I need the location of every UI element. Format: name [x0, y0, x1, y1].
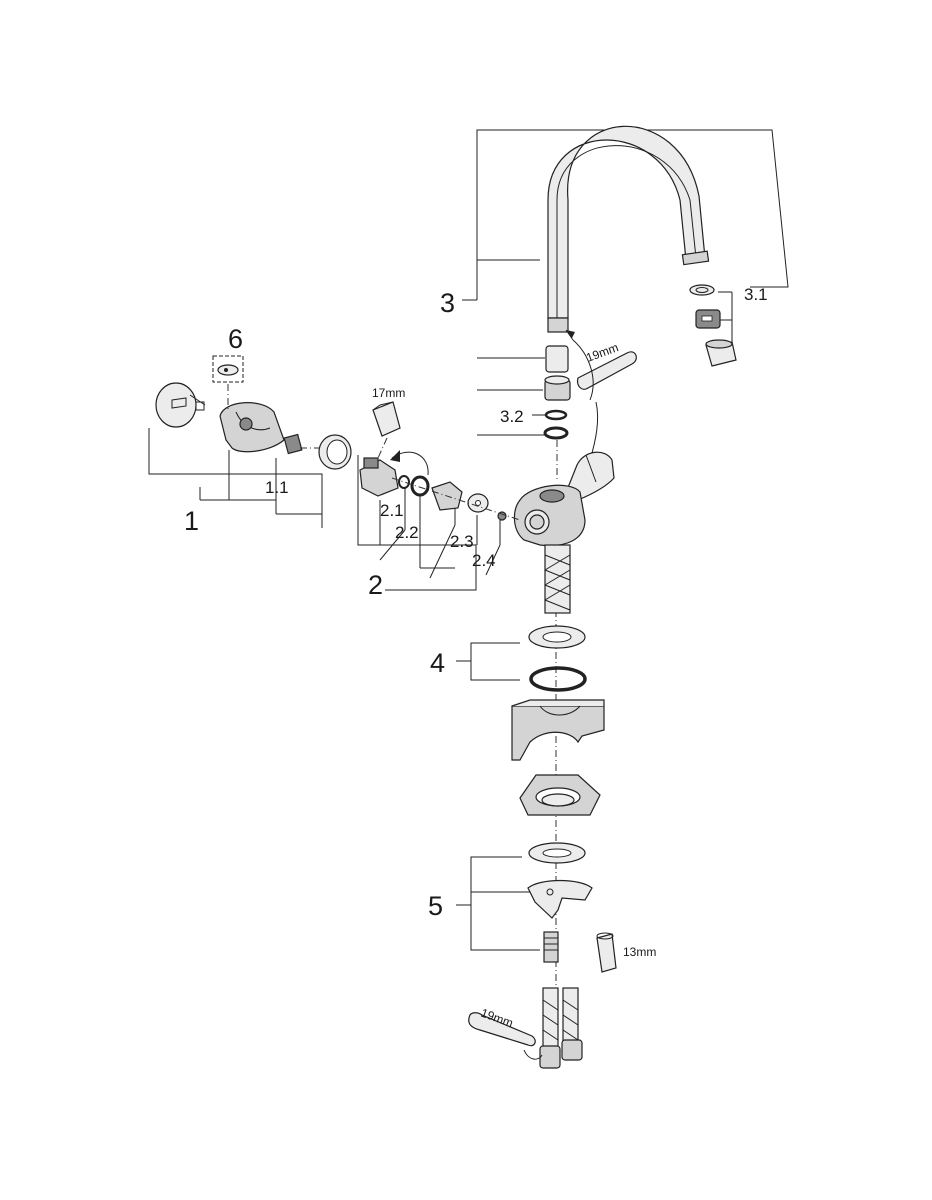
socket-17mm: [372, 401, 401, 437]
label-3-1: 3.1: [744, 285, 768, 304]
wrench-bottom: [468, 1012, 536, 1047]
threaded-stud: [543, 931, 559, 963]
label-2: 2: [368, 570, 383, 600]
nut-2-4: [497, 511, 507, 521]
label-5: 5: [428, 891, 443, 921]
spout-group: [462, 125, 789, 461]
spout-base-nut: [547, 317, 569, 333]
spout-sleeve: [545, 345, 569, 373]
oring-3-2a: [544, 409, 568, 421]
socket-13mm: [596, 933, 617, 973]
tool-label-13mm: 13mm: [623, 945, 656, 959]
lever-handle: [564, 451, 615, 501]
label-3: 3: [440, 288, 455, 318]
handle-cap: [155, 382, 197, 428]
o-ring-large: [529, 666, 587, 692]
washer-2-1: [398, 475, 410, 489]
countertop-section: [511, 699, 605, 761]
hose-nut-2: [561, 1039, 583, 1061]
aerator-washer: [689, 284, 715, 296]
label-3-2: 3.2: [500, 407, 524, 426]
wrench-top: [577, 351, 637, 390]
handle-group-1: [148, 382, 352, 528]
handle-screw: [283, 433, 303, 455]
o-ring-2-2: [410, 475, 430, 497]
label-1: 1: [184, 506, 199, 536]
supply-hoses: [468, 987, 583, 1069]
label-2-1: 2.1: [380, 501, 404, 520]
cartridge: [359, 459, 399, 497]
label-6: 6: [228, 324, 243, 354]
mixer-body: [513, 451, 615, 614]
cartridge-group-2: [357, 401, 521, 591]
spout-tube: [547, 125, 706, 319]
fixing-plate: [527, 879, 593, 919]
hose-nut-1: [539, 1045, 561, 1069]
indicator-group-6: [212, 355, 244, 410]
label-2-2: 2.2: [395, 523, 419, 542]
oring-3-2b: [543, 426, 569, 440]
tool-label-17mm: 17mm: [372, 386, 405, 400]
label-2-3: 2.3: [450, 532, 474, 551]
label-1-1: 1.1: [265, 478, 289, 497]
label-4: 4: [430, 648, 445, 678]
fixing-group-5: [456, 842, 617, 973]
seal-group-4: [456, 625, 587, 692]
label-2-4: 2.4: [472, 551, 496, 570]
handle-knob: [219, 402, 285, 453]
mounting-plate: [519, 774, 601, 816]
